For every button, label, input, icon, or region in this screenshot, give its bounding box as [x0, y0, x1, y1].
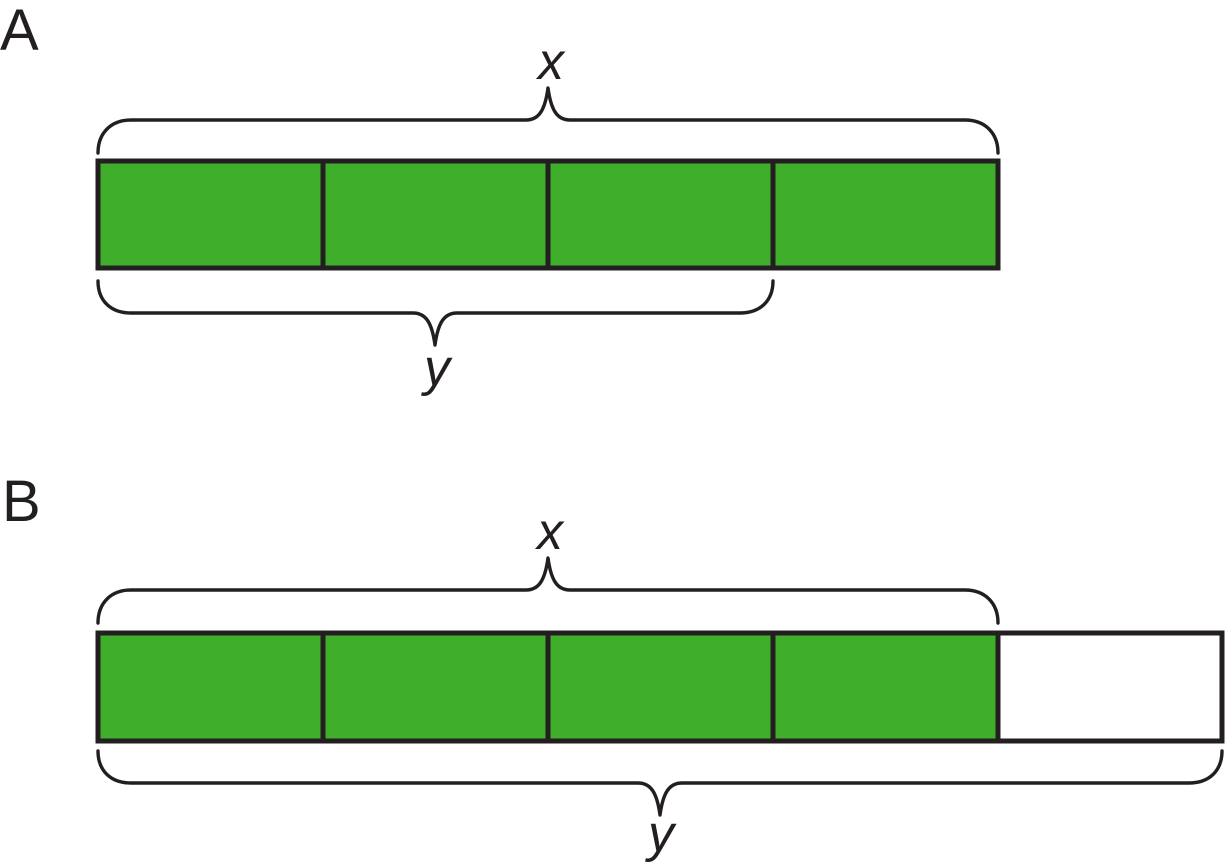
diagram-a-segment-3	[545, 158, 776, 271]
diagram-b-bottom-brace-label: y	[645, 805, 677, 863]
diagram-a-bottom-brace-label: y	[421, 339, 453, 397]
diagram-a-segment-4	[770, 158, 1001, 271]
diagram-b-bottom-brace	[96, 749, 1224, 817]
diagram-a-bottom-brace	[96, 279, 775, 347]
diagram-b-segment-1	[95, 630, 326, 744]
diagram-b-segment-3	[545, 630, 776, 744]
diagram-a-top-brace-label: x	[535, 33, 566, 91]
diagram-a-segment-1	[95, 158, 326, 271]
diagram-b: B x y	[2, 469, 1225, 863]
diagram-a-bar	[95, 158, 1001, 271]
diagram-a-segment-2	[320, 158, 551, 271]
diagram-b-top-brace	[96, 556, 1000, 625]
diagram-b-bar	[95, 630, 1225, 744]
diagram-b-segment-5	[995, 630, 1225, 744]
diagram-a-top-brace	[96, 86, 1000, 155]
diagram-b-segment-4	[770, 630, 1001, 744]
diagram-b-panel-label: B	[2, 469, 41, 534]
diagram-a: A x y	[0, 0, 1001, 397]
diagram-a-panel-label: A	[0, 0, 39, 63]
diagram-b-top-brace-label: x	[534, 503, 565, 561]
diagram-b-segment-2	[320, 630, 551, 744]
